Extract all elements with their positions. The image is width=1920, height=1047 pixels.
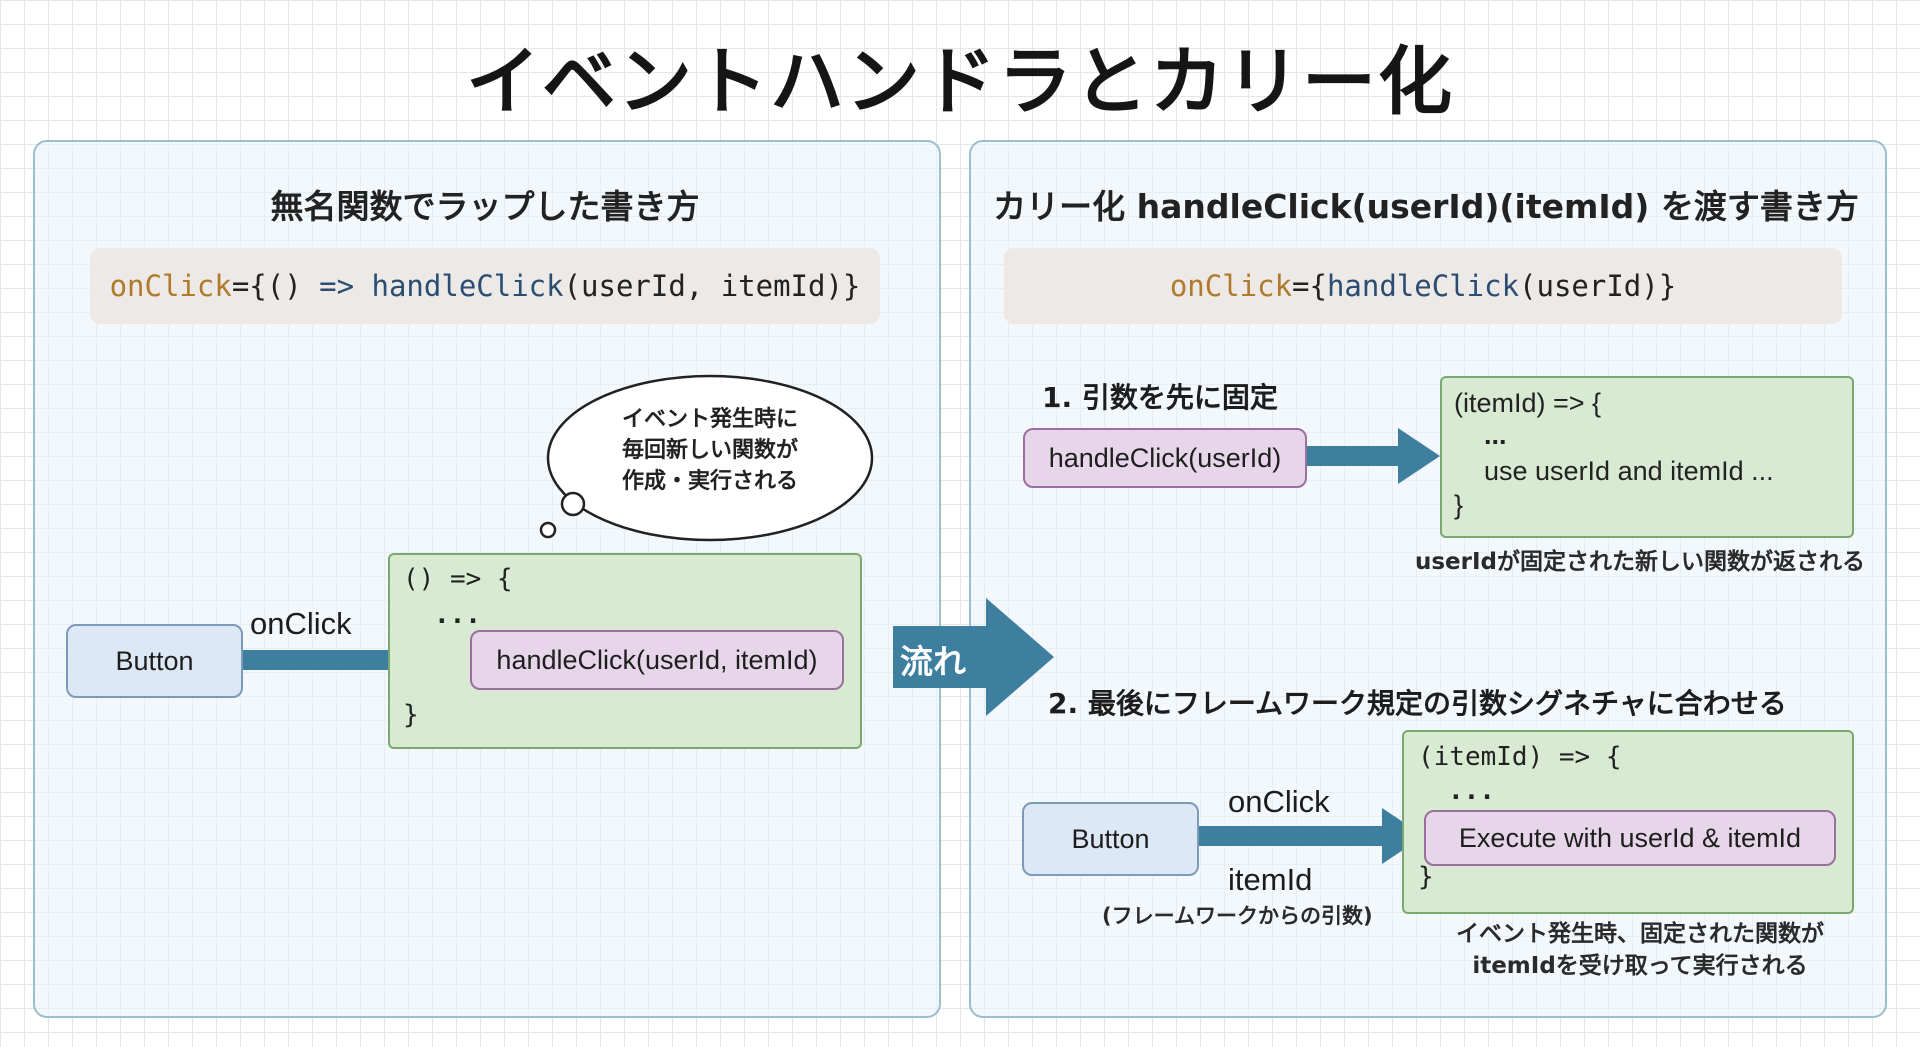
step1-lambda-box — [1440, 376, 1854, 538]
step2-button[interactable]: Button — [1022, 802, 1199, 876]
left-panel-heading: 無名関数でラップした書き方 — [270, 187, 700, 226]
left-lambda-ellipsis: ... — [434, 600, 481, 630]
code-token-onclick: onClick — [109, 269, 232, 303]
cloud-note: イベント発生時に 毎回新しい関数が 作成・実行される — [570, 404, 850, 497]
step2-onclick-label: onClick — [1228, 784, 1330, 819]
step1-caption: userIdが固定された新しい関数が返される — [1414, 549, 1866, 575]
step1-arrow — [1306, 428, 1440, 484]
left-lambda-open: () => { — [403, 564, 513, 594]
code-token-open: ={ — [231, 269, 267, 303]
step2-execute-box: Execute with userId & itemId — [1424, 810, 1836, 866]
step2-title: 2. 最後にフレームワーク規定の引数シグネチャに合わせる — [1048, 687, 1787, 720]
cloud-line: イベント発生時に — [621, 407, 798, 432]
step2-caption-line: itemIdを受け取って実行される — [1472, 953, 1808, 979]
step1-lambda-close: } — [1454, 490, 1464, 520]
left-code-snippet: onClick={() => handleClick(userId, itemI… — [90, 248, 880, 324]
step2-lambda-close: } — [1418, 862, 1434, 892]
code-token-args: (userId, itemId)} — [563, 269, 861, 303]
step2-caption: イベント発生時、固定された関数が itemIdを受け取って実行される — [1400, 918, 1880, 982]
page-title: イベントハンドラとカリー化 — [466, 39, 1454, 125]
flow-label: 流れ — [900, 642, 966, 681]
cloud-line: 毎回新しい関数が — [621, 438, 798, 463]
left-lambda-close: } — [403, 700, 419, 730]
step1-handleclick-box: handleClick(userId) — [1023, 428, 1307, 488]
step2-caption-line: イベント発生時、固定された関数が — [1456, 921, 1824, 947]
code-token-args: (userId)} — [1519, 269, 1677, 303]
flow-arrow — [893, 598, 1054, 716]
step2-lambda-ellipsis: ... — [1448, 776, 1495, 806]
code-token-fn: handleClick — [371, 269, 564, 303]
code-token-onclick: onClick — [1169, 269, 1293, 303]
right-code-snippet: onClick={handleClick(userId)} — [1004, 248, 1842, 324]
left-handleclick-box: handleClick(userId, itemId) — [470, 630, 844, 690]
step2-lambda-open: (itemId) => { — [1418, 742, 1622, 772]
code-token-fn: handleClick — [1326, 269, 1520, 303]
code-token-open: ={ — [1292, 269, 1327, 303]
step1-title: 1. 引数を先に固定 — [1042, 381, 1278, 414]
code-token-arrow: => — [319, 269, 355, 303]
step1-lambda-open: (itemId) => { — [1454, 388, 1602, 418]
step2-itemid-label: itemId — [1228, 862, 1313, 897]
step2-itemid-note: (フレームワークからの引数) — [1102, 904, 1373, 928]
step1-lambda-ellipsis: ... — [1484, 420, 1507, 450]
code-token-parens: () — [266, 269, 320, 303]
left-onclick-label: onClick — [250, 606, 352, 641]
left-button[interactable]: Button — [66, 624, 243, 698]
step1-lambda-body: use userId and itemId ... — [1484, 456, 1774, 486]
cloud-line: 作成・実行される — [621, 469, 798, 494]
right-panel-heading: カリー化 handleClick(userId)(itemId) を渡す書き方 — [993, 187, 1859, 226]
thought-cloud — [539, 374, 874, 542]
